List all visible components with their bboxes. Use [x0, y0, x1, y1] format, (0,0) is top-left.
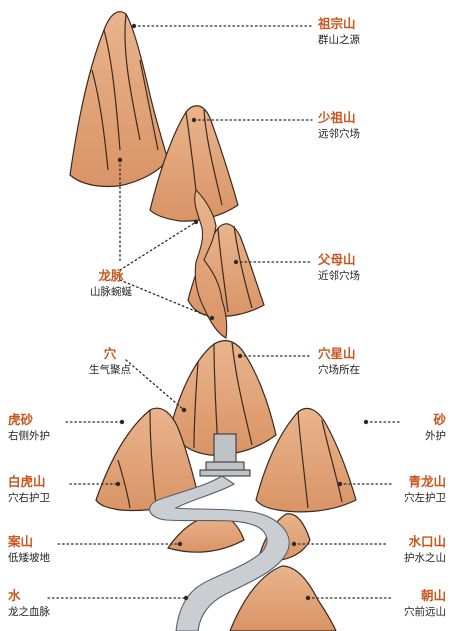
facing-mountain-desc: 穴前远山 [404, 605, 446, 618]
water-desc: 龙之血脉 [8, 605, 50, 618]
dragon-vein-ridge [194, 188, 228, 339]
label-table-mountain: 案山 低矮坡地 [8, 534, 50, 565]
white-tiger-mountain-desc: 穴右护卫 [8, 491, 50, 504]
dragon-vein-desc: 山脉蜿蜒 [90, 285, 132, 298]
label-lesser-ancestral-mountain: 少祖山 远邻穴场 [318, 110, 360, 141]
ancestral-mountain-title: 祖宗山 [318, 16, 356, 31]
ancestral-mountain [69, 11, 169, 188]
label-white-tiger-mountain: 白虎山 穴右护卫 [8, 474, 50, 505]
label-sand: 砂 外护 [398, 412, 446, 443]
facing-mountain-title: 朝山 [420, 588, 446, 603]
tiger-sand-desc: 右侧外护 [8, 429, 50, 442]
white-tiger-mountains [95, 407, 199, 512]
parent-mountain-desc: 近邻穴场 [318, 269, 360, 282]
table-mountain-title: 案山 [8, 534, 34, 549]
label-facing-mountain: 朝山 穴前远山 [378, 588, 446, 619]
label-parent-mountain: 父母山 近邻穴场 [318, 252, 360, 283]
leader-lines [47, 25, 403, 599]
label-water-mouth-mountain: 水口山 护水之山 [378, 534, 446, 565]
label-ancestral-mountain: 祖宗山 群山之源 [318, 16, 360, 47]
sand-title: 砂 [433, 412, 446, 427]
water-title: 水 [8, 588, 21, 603]
cave-star-mountain-desc: 穴场所在 [318, 363, 360, 376]
lesser-ancestral-mountain-desc: 远邻穴场 [318, 127, 360, 140]
table-mountain-desc: 低矮坡地 [8, 551, 50, 564]
river [149, 475, 290, 631]
label-azure-dragon-mountain: 青龙山 穴左护卫 [378, 474, 446, 505]
ancestral-mountain-desc: 群山之源 [318, 33, 360, 46]
azure-dragon-mountain-desc: 穴左护卫 [404, 491, 446, 504]
lesser-ancestral-mountain [149, 105, 239, 222]
water-mouth-mountain-title: 水口山 [408, 534, 446, 549]
parent-mountain-title: 父母山 [318, 252, 356, 267]
azure-dragon-mountain-title: 青龙山 [408, 474, 446, 489]
cave-point-title: 穴 [103, 346, 117, 361]
dragon-vein-title: 龙脉 [98, 268, 124, 283]
cave-star-mountain [169, 340, 277, 456]
facing-mountain [229, 565, 337, 631]
azure-dragon-mountains [255, 407, 357, 513]
cave-star-mountain-title: 穴星山 [318, 346, 356, 361]
white-tiger-mountain-title: 白虎山 [8, 474, 46, 489]
table-mountain [167, 513, 245, 553]
tomb-structure [199, 433, 251, 477]
label-dragon-vein: 龙脉 山脉蜿蜒 [78, 268, 144, 299]
label-water: 水 龙之血脉 [8, 588, 50, 619]
water-mouth-mountain-desc: 护水之山 [404, 551, 446, 564]
lesser-ancestral-mountain-title: 少祖山 [318, 110, 356, 125]
leader-dots [115, 23, 369, 601]
label-cave-star-mountain: 穴星山 穴场所在 [318, 346, 360, 377]
tiger-sand-title: 虎砂 [8, 412, 34, 427]
cave-point-desc: 生气聚点 [89, 363, 131, 376]
label-cave-point: 穴 生气聚点 [80, 346, 140, 377]
label-tiger-sand: 虎砂 右侧外护 [8, 412, 50, 443]
sand-desc: 外护 [425, 429, 446, 442]
